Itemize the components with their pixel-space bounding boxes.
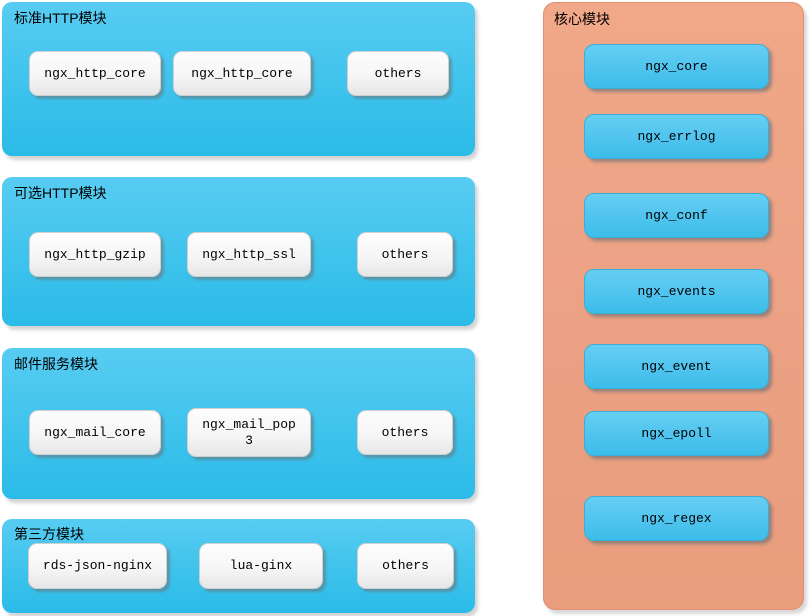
module-label: ngx_regex <box>641 510 712 526</box>
module-label: ngx_http_core <box>191 65 293 81</box>
module-box-ngx-http-core: ngx_http_core <box>29 51 161 96</box>
module-box-ngx-conf: ngx_conf <box>584 193 769 238</box>
module-box-others: others <box>357 410 453 455</box>
module-box-ngx-regex: ngx_regex <box>584 496 769 541</box>
panel-title: 可选HTTP模块 <box>14 185 107 201</box>
module-box-ngx-epoll: ngx_epoll <box>584 411 769 456</box>
panel-title: 核心模块 <box>554 11 610 27</box>
module-box-ngx-mail-pop3: ngx_mail_pop 3 <box>187 408 311 457</box>
module-box-rds-json-nginx: rds-json-nginx <box>28 543 167 589</box>
module-label: ngx_http_ssl <box>202 246 296 262</box>
panel-title: 标准HTTP模块 <box>14 10 107 26</box>
panel-core-modules: 核心模块 ngx_core ngx_errlog ngx_conf ngx_ev… <box>543 2 804 610</box>
module-label: ngx_mail_pop 3 <box>202 416 296 448</box>
module-label: others <box>381 246 429 262</box>
module-label: ngx_conf <box>645 207 708 223</box>
panel-title: 第三方模块 <box>14 526 84 542</box>
module-label: rds-json-nginx <box>42 558 153 573</box>
module-box-ngx-events: ngx_events <box>584 269 769 314</box>
panel-title: 邮件服务模块 <box>14 356 98 372</box>
module-label: lua-ginx <box>229 558 293 573</box>
module-label: others <box>382 558 429 573</box>
module-box-ngx-core: ngx_core <box>584 44 769 89</box>
module-label: others <box>381 424 429 440</box>
module-box-ngx-http-core-2: ngx_http_core <box>173 51 311 96</box>
panel-mail-service-modules: 邮件服务模块 ngx_mail_core ngx_mail_pop 3 othe… <box>2 348 475 499</box>
module-box-others: others <box>347 51 449 96</box>
panel-optional-http-modules: 可选HTTP模块 ngx_http_gzip ngx_http_ssl othe… <box>2 177 475 326</box>
module-box-others: others <box>357 232 453 277</box>
module-label: ngx_mail_core <box>44 424 146 440</box>
module-box-ngx-event: ngx_event <box>584 344 769 389</box>
module-box-ngx-http-gzip: ngx_http_gzip <box>29 232 161 277</box>
module-label: ngx_core <box>645 58 708 74</box>
module-label: others <box>374 65 422 81</box>
module-box-ngx-http-ssl: ngx_http_ssl <box>187 232 311 277</box>
module-box-ngx-errlog: ngx_errlog <box>584 114 769 159</box>
module-label: ngx_event <box>641 358 712 374</box>
module-label: ngx_epoll <box>641 425 712 441</box>
panel-third-party-modules: 第三方模块 rds-json-nginx lua-ginx others <box>2 519 475 613</box>
module-label: ngx_errlog <box>637 128 716 144</box>
module-label: ngx_http_gzip <box>44 246 146 262</box>
module-label: ngx_http_core <box>44 65 146 81</box>
module-label: ngx_events <box>637 283 716 299</box>
module-box-others: others <box>357 543 454 589</box>
module-box-ngx-mail-core: ngx_mail_core <box>29 410 161 455</box>
panel-standard-http-modules: 标准HTTP模块 ngx_http_core ngx_http_core oth… <box>2 2 475 156</box>
module-box-lua-ginx: lua-ginx <box>199 543 323 589</box>
